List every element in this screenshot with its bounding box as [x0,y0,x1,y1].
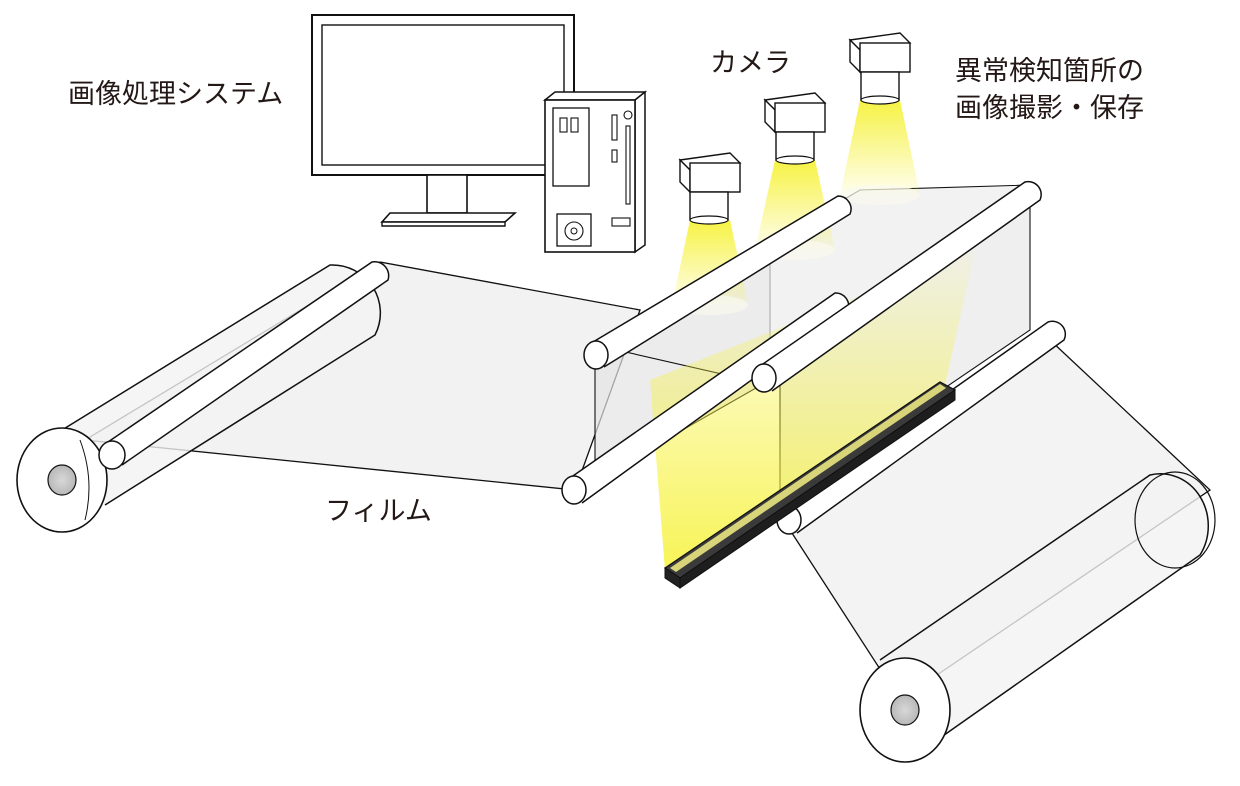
backlight-beam [650,250,975,570]
pc-tower-icon [542,90,648,254]
label-camera: カメラ [710,48,791,79]
label-anomaly-line1: 異常検知箇所の [955,56,1144,87]
camera-icon [678,152,742,225]
take-up-roll [859,471,1216,763]
label-anomaly-line2: 画像撮影・保存 [955,93,1144,124]
beam-spot-3 [840,185,920,205]
camera-icon [848,32,912,105]
label-system: 画像処理システム [68,79,283,110]
light-beam-3 [840,100,920,195]
roller-3 [751,180,1042,393]
line-light-icon [663,381,957,589]
roller-left-top [98,260,390,470]
label-film: フィルム [325,496,432,527]
monitor-icon [311,14,575,227]
camera-icon [763,92,827,165]
roller-1 [583,195,852,370]
